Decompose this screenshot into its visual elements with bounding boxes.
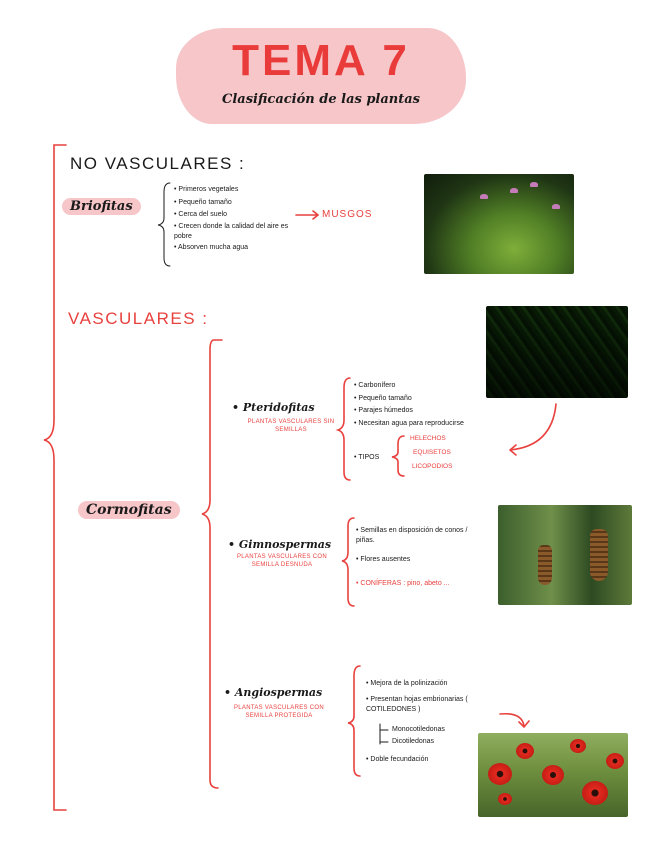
list-item: Flores ausentes <box>356 554 486 567</box>
angiospermas-bracket <box>348 666 360 776</box>
pine-cones-photo <box>498 505 632 605</box>
monocotiledonas: Monocotiledonas <box>392 724 445 737</box>
list-item: Crecen donde la calidad del aire es pobr… <box>174 222 292 242</box>
list-item: Absorven mucha agua <box>174 242 292 255</box>
list-item: Presentan hojas embrionarias ( COTILEDON… <box>366 695 516 715</box>
pteridofitas-name: Pteridofitas <box>243 401 315 414</box>
musgos-arrow <box>296 211 318 219</box>
type-helechos: HELECHOS <box>410 435 446 442</box>
cotyledon-branch <box>380 724 388 744</box>
pteridofitas-subtitle: PLANTAS VASCULARES SIN SEMILLAS <box>246 418 336 434</box>
doble-fecundacion-text: Doble fecundación <box>370 756 428 763</box>
coniferas-line: • CONÍFERAS : pino, abeto ... <box>356 580 450 587</box>
moss-photo <box>424 174 574 274</box>
coniferas-text: CONÍFERAS : pino, abeto ... <box>360 580 449 587</box>
list-item: Necesitan agua para reproducirse <box>354 418 529 431</box>
gimnospermas-bracket <box>342 518 354 606</box>
musgos-label: MUSGOS <box>322 209 372 220</box>
angiospermas-features: Mejora de la polinización Presentan hoja… <box>366 678 516 715</box>
angiospermas-title: • Angiospermas <box>224 686 322 699</box>
list-item: Pequeño tamaño <box>174 197 292 210</box>
main-bracket <box>44 145 66 810</box>
list-item: Primeros vegetales <box>174 184 292 197</box>
list-item: Semillas en disposición de conos / piñas… <box>356 526 486 546</box>
type-equisetos: EQUISETOS <box>413 449 451 456</box>
poppies-photo <box>478 733 628 817</box>
doble-fecundacion: • Doble fecundación <box>366 754 428 767</box>
list-item: Mejora de la polinización <box>366 678 516 691</box>
gimnospermas-subtitle: PLANTAS VASCULARES CON SEMILLA DESNUDA <box>232 553 332 569</box>
cormofitas-label: Cormofitas <box>78 501 180 519</box>
cormofitas-bracket <box>202 340 222 788</box>
fern-photo <box>486 306 628 398</box>
gimnospermas-title: • Gimnospermas <box>228 538 331 551</box>
briofitas-bracket <box>158 183 170 266</box>
pteridofitas-bracket <box>338 378 350 480</box>
gimnospermas-name: Gimnospermas <box>239 538 331 551</box>
gimnospermas-features: Semillas en disposición de conos / piñas… <box>356 526 486 567</box>
vasculares-heading: VASCULARES : <box>68 309 209 329</box>
briofitas-features: Primeros vegetales Pequeño tamaño Cerca … <box>174 184 292 254</box>
angiospermas-name: Angiospermas <box>235 686 322 699</box>
type-licopodios: LICOPODIOS <box>412 463 452 470</box>
tipos-bracket <box>392 436 404 476</box>
poppy-arrow <box>500 714 529 727</box>
angiospermas-subtitle: PLANTAS VASCULARES CON SEMILLA PROTEGIDA <box>224 704 334 720</box>
tipos-text: TIPOS <box>358 454 379 461</box>
briofitas-label: Briofitas <box>62 198 141 215</box>
pteridofitas-title: • Pteridofitas <box>232 401 315 414</box>
list-item: Parajes húmedos <box>354 405 529 418</box>
dicotiledonas: Dicotiledonas <box>392 736 434 749</box>
no-vasculares-heading: NO VASCULARES : <box>70 154 245 174</box>
tipos-label: • TIPOS <box>354 452 379 465</box>
list-item: Cerca del suelo <box>174 209 292 222</box>
